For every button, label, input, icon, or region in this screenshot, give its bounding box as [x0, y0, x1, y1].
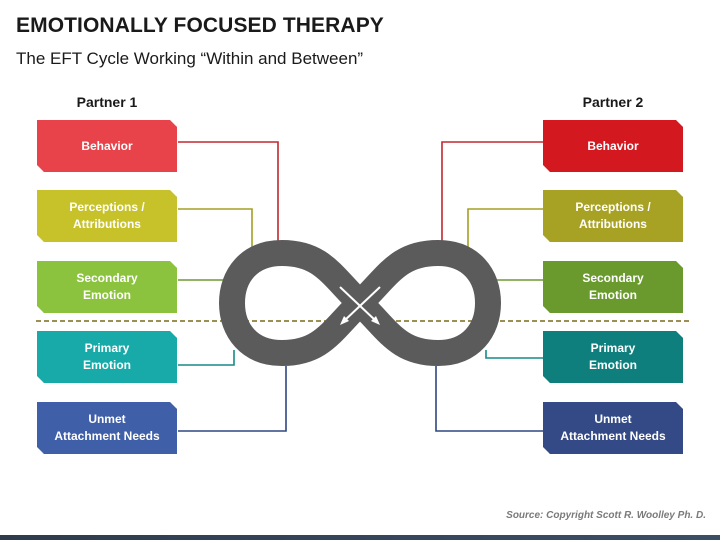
p2-unmet-needs-label: Unmet Attachment Needs — [560, 412, 666, 443]
p1-behavior-box: Behavior — [37, 120, 177, 172]
p1-secondary-emotion-label: Secondary Emotion — [76, 271, 138, 302]
page-title: EMOTIONALLY FOCUSED THERAPY — [16, 14, 384, 37]
p1-unmet-needs-label: Unmet Attachment Needs — [54, 412, 160, 443]
p2-primary-emotion-box: Primary Emotion — [543, 331, 683, 383]
infinity-loop — [219, 240, 501, 366]
p2-behavior-label: Behavior — [587, 138, 639, 153]
p1-perceptions-label: Perceptions / Attributions — [69, 200, 145, 231]
connector-right-unmet — [435, 366, 544, 432]
page-subtitle: The EFT Cycle Working “Within and Betwee… — [16, 49, 364, 68]
p1-unmet-needs-box: Unmet Attachment Needs — [37, 402, 177, 454]
p1-secondary-emotion-box: Secondary Emotion — [37, 261, 177, 313]
connector-left-primary — [178, 350, 235, 366]
p2-secondary-emotion-label: Secondary Emotion — [582, 271, 644, 302]
p2-behavior-box: Behavior — [543, 120, 683, 172]
connector-right-primary — [485, 350, 544, 359]
connector-left-behavior — [178, 141, 279, 250]
p2-perceptions-label: Perceptions / Attributions — [575, 200, 651, 231]
footer-bar — [0, 535, 720, 540]
connector-right-perceptions — [467, 208, 544, 256]
partner1-label: Partner 1 — [76, 94, 138, 110]
connector-left-perceptions — [178, 208, 253, 256]
p2-secondary-emotion-box: Secondary Emotion — [543, 261, 683, 313]
p1-primary-emotion-box: Primary Emotion — [37, 331, 177, 383]
p2-primary-emotion-label: Primary Emotion — [589, 341, 637, 372]
crossing-arrows-icon — [339, 286, 381, 325]
p1-primary-emotion-label: Primary Emotion — [83, 341, 131, 372]
p2-unmet-needs-box: Unmet Attachment Needs — [543, 402, 683, 454]
p1-perceptions-box: Perceptions / Attributions — [37, 190, 177, 242]
connector-left-unmet — [178, 366, 287, 432]
source-note: Source: Copyright Scott R. Woolley Ph. D… — [506, 510, 706, 521]
partner2-label: Partner 2 — [582, 94, 644, 110]
p2-perceptions-box: Perceptions / Attributions — [543, 190, 683, 242]
p1-behavior-label: Behavior — [81, 138, 133, 153]
connector-right-behavior — [441, 141, 544, 250]
